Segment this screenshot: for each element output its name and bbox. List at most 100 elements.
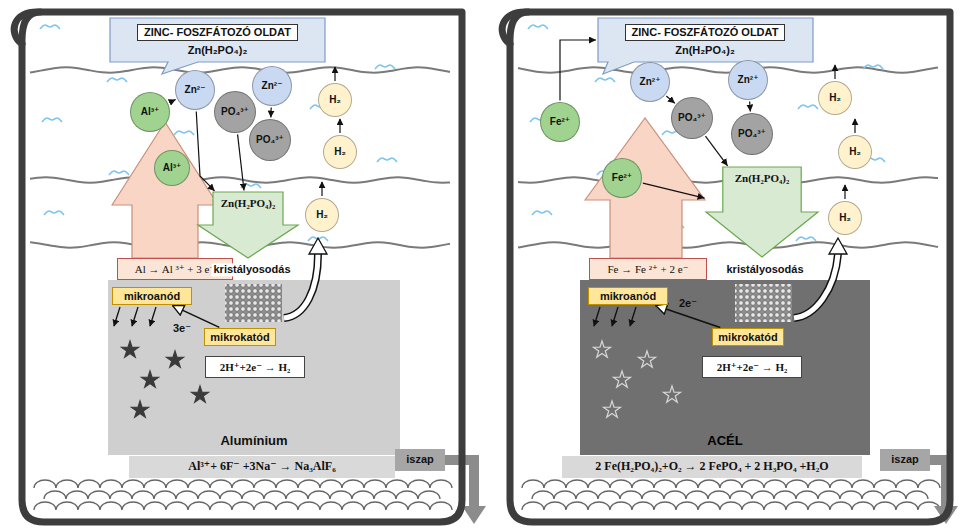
node-text: Al³⁺+ 6F⁻ +3Na⁻ → Na₃AlF₆ [188, 460, 335, 474]
water-squiggle [863, 65, 883, 69]
ion-circle: Zn²⁺ [728, 60, 768, 100]
node-text: ACÉL [707, 434, 742, 449]
water-squiggle [798, 105, 818, 109]
dissolution-pointer [114, 307, 120, 326]
sludge-grain [830, 480, 852, 488]
electrode-label-box: mikrokatód [712, 328, 784, 346]
ion-circle: PO₄³⁺ [671, 97, 713, 139]
sludge-grain [686, 491, 708, 499]
node-text: H₂ [849, 146, 861, 158]
corrosion-spot [191, 386, 208, 402]
sludge-grain [88, 491, 110, 499]
hydrogen-flow-head [309, 238, 327, 254]
node-text: mikrokatód [718, 331, 777, 344]
ion-circle: Fe²⁺ [540, 102, 580, 142]
node-text: mikrokatód [210, 331, 269, 344]
ion-circle: Fe²⁺ [602, 158, 642, 198]
ion-circle: H₂ [305, 198, 339, 232]
annotation-label: kristályosodás [724, 263, 805, 276]
crystal-layer [225, 284, 282, 322]
water-squiggle [40, 25, 60, 29]
sludge-drain-head [462, 506, 486, 524]
sludge-grain [254, 480, 276, 488]
node-text: H₂ [839, 212, 851, 224]
sludge-grain [786, 480, 808, 488]
sludge-grain [330, 491, 352, 499]
sludge-grain [764, 502, 786, 510]
beaker-lip [14, 12, 40, 44]
metal-block [108, 280, 400, 455]
ion-path-arrow [238, 134, 244, 190]
sludge-grain [544, 480, 566, 488]
annotation-label: iszap [889, 453, 921, 466]
ion-circle: Zn²⁻ [175, 70, 215, 110]
sludge-grain [818, 491, 840, 499]
metal-block [580, 280, 870, 455]
node-text: Zn(H₂PO₄)₂ [675, 44, 735, 57]
sludge-grain [522, 502, 544, 510]
sludge-grain [408, 480, 430, 488]
sludge-grain [386, 480, 408, 488]
ion-path-arrow [270, 107, 272, 117]
sludge-grain [840, 491, 862, 499]
gas-rise-arrow [854, 119, 855, 133]
node-text: Zn²⁺ [640, 76, 661, 88]
sludge-grain [620, 491, 642, 499]
sludge-grain [122, 502, 144, 510]
arrow-outline [706, 167, 818, 257]
sludge-grain [588, 502, 610, 510]
corrosion-spot [613, 371, 630, 387]
sludge-outlet-box [880, 449, 930, 471]
electrode-label-box: mikroanód [588, 287, 668, 305]
sludge-grain [764, 480, 786, 488]
sludge-grain [598, 491, 620, 499]
water-squiggle [174, 131, 194, 135]
node-text: 2 Fe(H₂PO₄)₂+O₂ → 2 FePO₄ + 2 H₃PO₄ +H₂O [595, 460, 828, 474]
water-squiggle [44, 211, 64, 215]
node-text: Al → Al ³⁺ + 3 e⁻ [135, 263, 215, 276]
sludge-grain [298, 480, 320, 488]
edge-label: 3e⁻ [171, 322, 193, 335]
sludge-grain [254, 502, 276, 510]
ion-circle: H₂ [318, 83, 352, 117]
sludge-grain [122, 480, 144, 488]
annotation-label: iszap [404, 453, 436, 466]
sludge-grain [264, 491, 286, 499]
node-text: Zn(H₂PO₄)₂ [221, 197, 276, 210]
sludge-grain [342, 502, 364, 510]
node-text: Fe²⁺ [612, 172, 632, 184]
sludge-grain [276, 480, 298, 488]
sludge-grain [830, 502, 852, 510]
sludge-grain [154, 491, 176, 499]
sludge-grain [408, 502, 430, 510]
sludge-grain [100, 480, 122, 488]
ion-path-arrow [666, 96, 675, 103]
metal-substrate: ACÉLmikrokatód2H⁺+2e⁻ → H₂ [580, 280, 870, 455]
ion-circle: Al³⁺ [154, 150, 190, 186]
ion-circle: Al³⁺ [130, 92, 170, 132]
node-text: PO₄³⁺ [738, 128, 766, 140]
sludge-grain [56, 502, 78, 510]
sludge-grain [610, 480, 632, 488]
corrosion-spot [663, 386, 680, 402]
ion-circle: PO₄³⁺ [214, 91, 256, 133]
ion-circle: PO₄³⁺ [731, 113, 773, 155]
corrosion-spot [131, 401, 148, 417]
water-squiggle [528, 25, 548, 29]
sludge-grain [566, 502, 588, 510]
ion-circle: Zn²⁺ [630, 62, 670, 102]
ion-path-arrow [560, 40, 596, 101]
sludge-grain [742, 480, 764, 488]
annotation-label: kristályosodás [211, 263, 292, 276]
solution-wave [30, 67, 450, 72]
sludge-grain [232, 502, 254, 510]
sludge-grain [808, 502, 830, 510]
corrosion-spot [166, 351, 183, 367]
sludge-grain [232, 480, 254, 488]
sludge-grain [210, 502, 232, 510]
sludge-grain [242, 491, 264, 499]
sludge-grain [752, 491, 774, 499]
sludge-grain [176, 491, 198, 499]
ion-circle: H₂ [828, 201, 862, 235]
node-text: Zn(H₂PO₄)₂ [188, 44, 248, 57]
